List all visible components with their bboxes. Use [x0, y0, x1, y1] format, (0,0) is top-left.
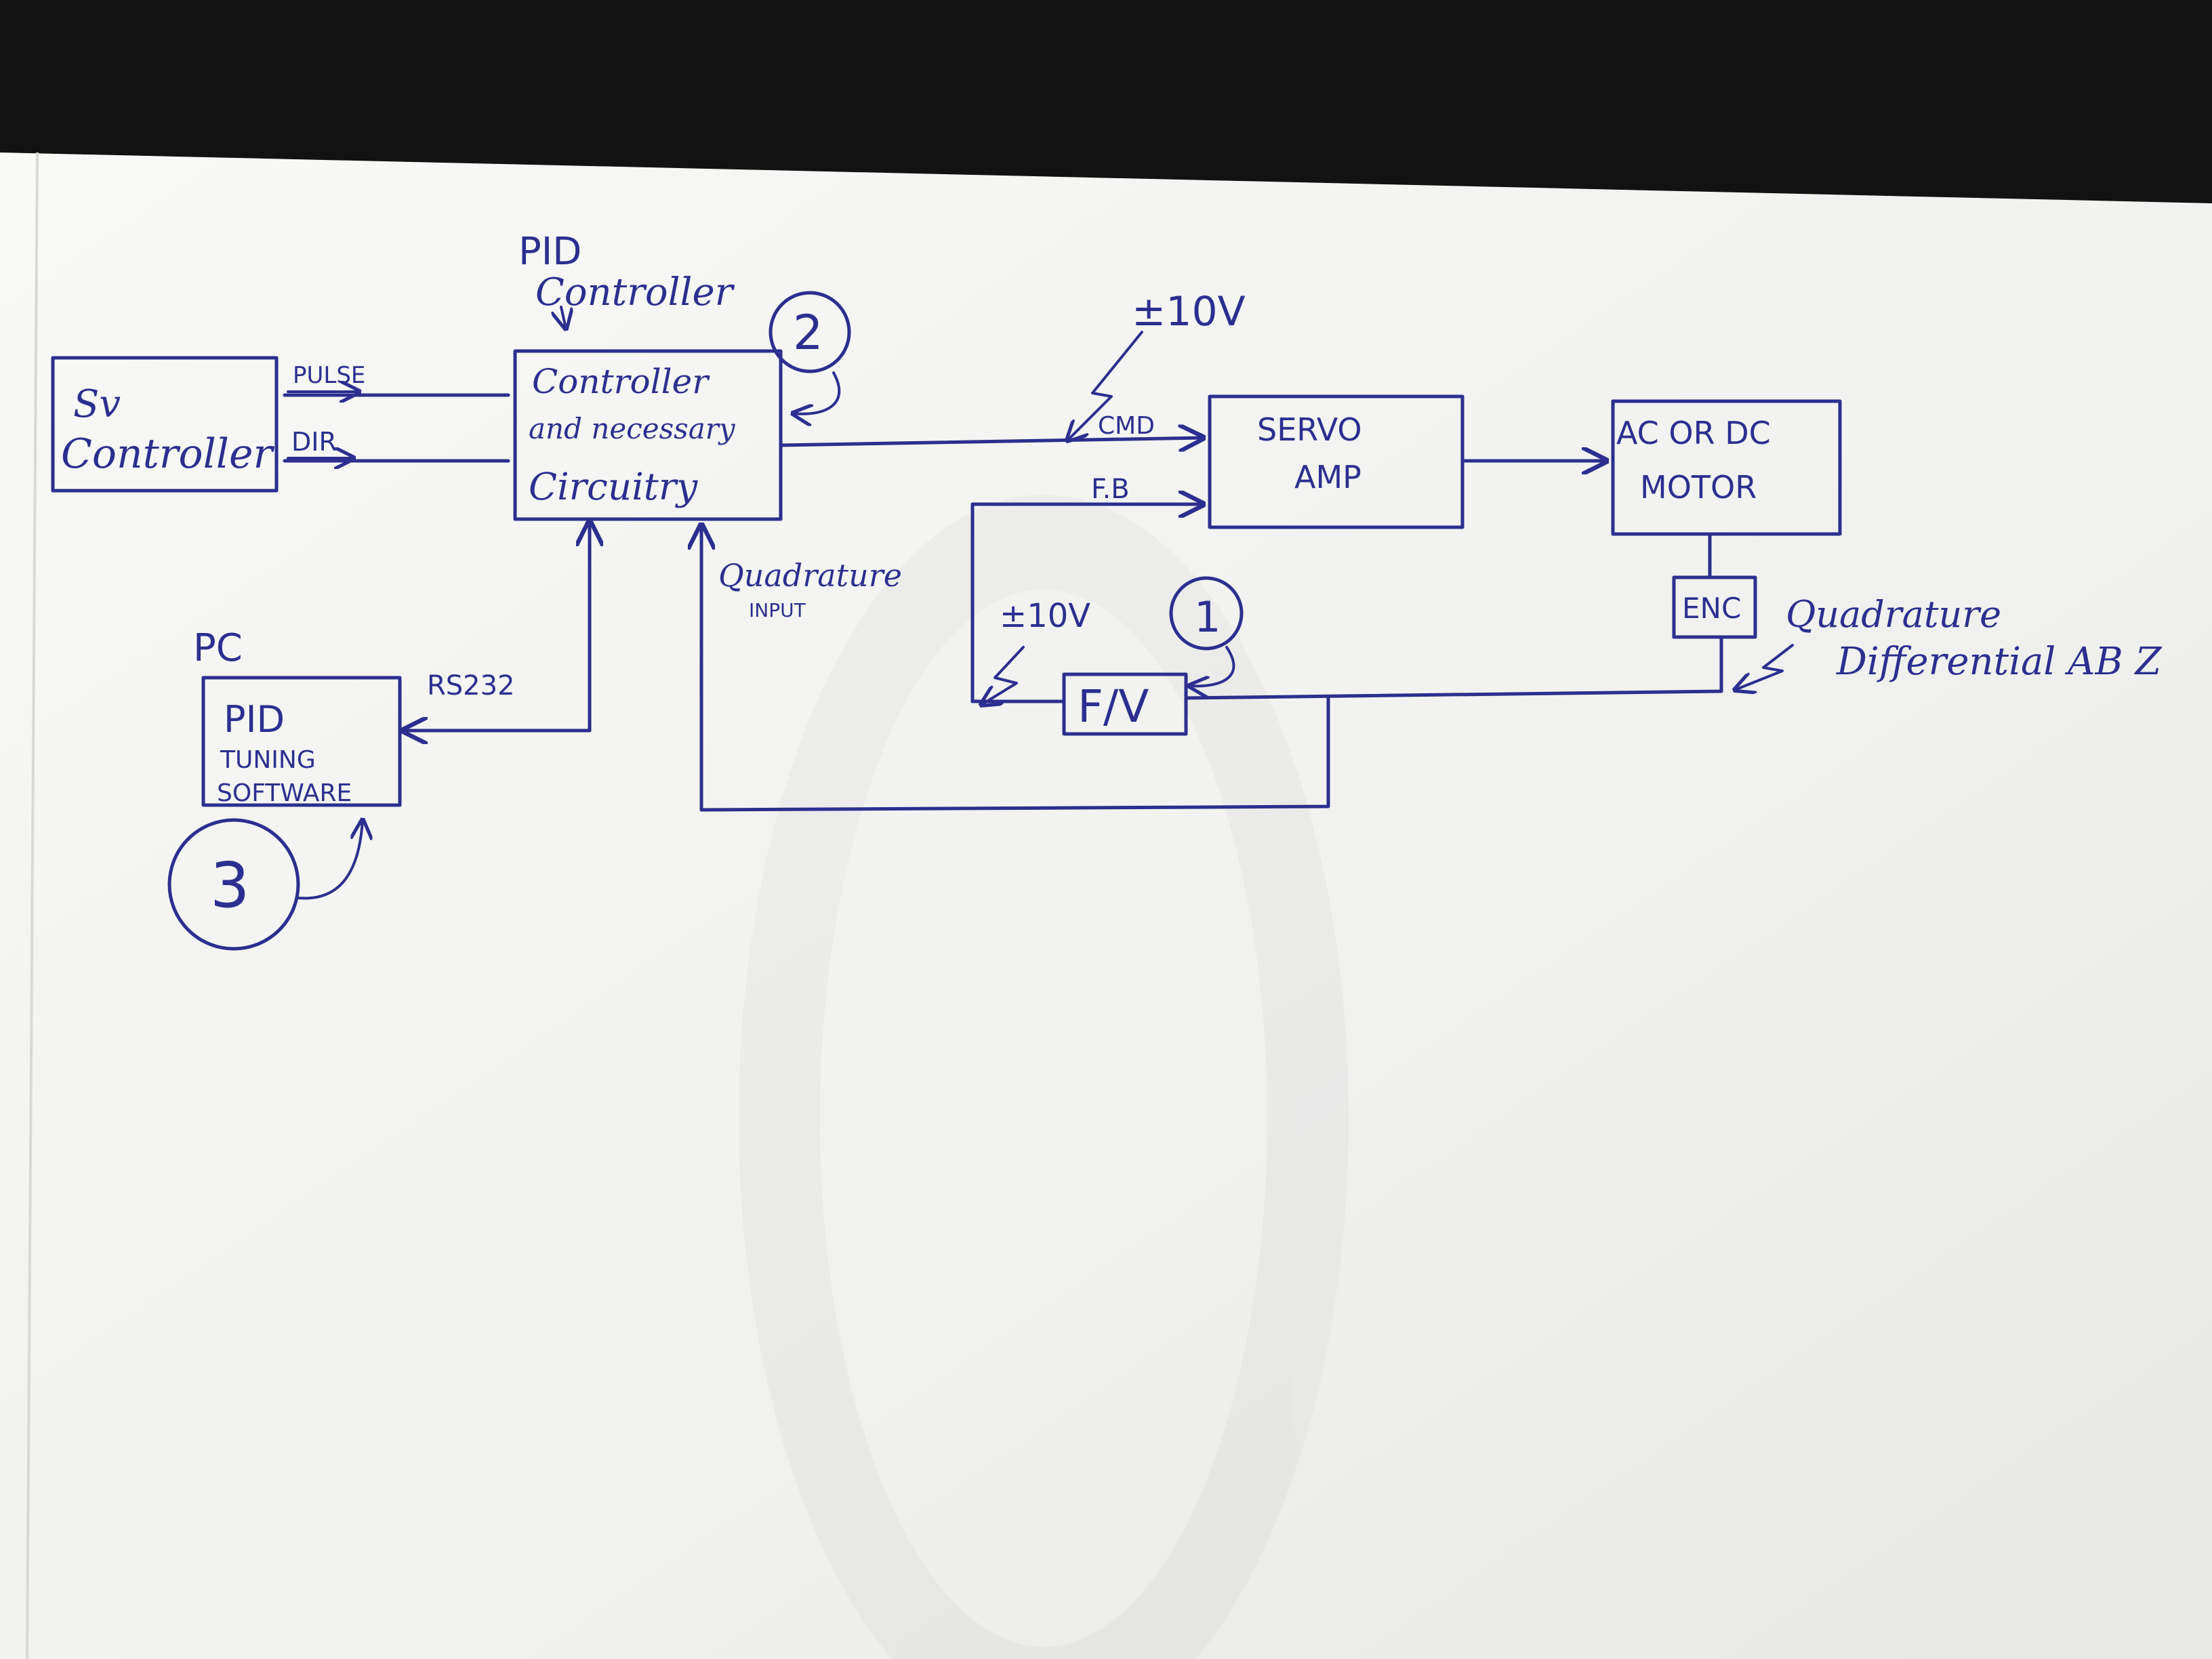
fv-converter-box [1062, 672, 1188, 736]
marker-1-circle [1169, 576, 1244, 651]
pid-controller-title-line2: Controller [535, 270, 735, 314]
servo-amp-label-line2: AMP [1294, 459, 1361, 495]
pid-tuning-software-box [201, 676, 402, 807]
source-controller-label-line2: Controller [61, 430, 274, 478]
pid-tuning-software-label-line2: TUNING [220, 746, 316, 774]
pid-controller-label-line3: Circuitry [529, 465, 698, 508]
motor-label-line1: AC OR DC [1616, 415, 1771, 451]
cmd-voltage-label: ±10V [1132, 288, 1246, 335]
marker-1-label: 1 [1194, 592, 1221, 642]
marker-3-circle [167, 818, 300, 951]
fb-voltage-label: ±10V [1000, 597, 1090, 635]
rs232-label: RS232 [427, 670, 515, 701]
marker-2-pointer [793, 371, 841, 414]
marker-3-label: 3 [210, 849, 250, 922]
paper-watermark [739, 495, 1349, 1659]
motor-label-line2: MOTOR [1640, 469, 1757, 506]
pid-controller-label-line2: and necessary [529, 412, 736, 445]
marker-3-pointer [297, 820, 363, 900]
encoder-output-line1: Quadrature [1786, 593, 2001, 636]
pid-controller-label-line1: Controller [532, 362, 710, 401]
pid-title-pointer [561, 306, 566, 329]
dir-label: DIR [291, 427, 337, 457]
marker-2-circle [769, 291, 851, 373]
fv-converter-label: F/V [1078, 680, 1149, 733]
feedback-connection [970, 504, 1203, 703]
paper-sheet [0, 152, 2212, 1659]
pid-tuning-software-label-line1: PID [224, 698, 285, 741]
pc-label: PC [193, 626, 243, 670]
fb-voltage-indicator [981, 646, 1025, 705]
servo-amp-label-line1: SERVO [1257, 411, 1362, 448]
pid-controller-box [513, 349, 783, 521]
encoder-to-fv-line [1184, 635, 1723, 700]
cmd-voltage-indicator [1067, 331, 1143, 441]
quadrature-return-line [701, 525, 1330, 812]
cmd-label: CMD [1098, 412, 1155, 440]
pid-controller-title-line1: PID [518, 230, 581, 274]
paper-fold-line [26, 152, 39, 1659]
motor-box [1611, 399, 1842, 536]
quadrature-input-line2: INPUT [749, 599, 806, 621]
source-controller-box [51, 356, 279, 493]
marker-2-label: 2 [793, 305, 823, 361]
encoder-output-line2: Differential AB Z [1836, 640, 2163, 684]
quadrature-input-line1: Quadrature [718, 557, 902, 594]
cmd-connection [779, 438, 1203, 445]
pid-tuning-software-label-line3: SOFTWARE [217, 779, 352, 807]
encoder-label: ENC [1682, 592, 1741, 625]
encoder-box [1672, 575, 1757, 639]
source-controller-label-line1: Sv [73, 382, 121, 426]
fb-label: F.B [1091, 474, 1130, 505]
pulse-label: PULSE [293, 362, 365, 389]
marker-1-pointer [1189, 646, 1235, 686]
encoder-signal-indicator [1735, 644, 1794, 690]
